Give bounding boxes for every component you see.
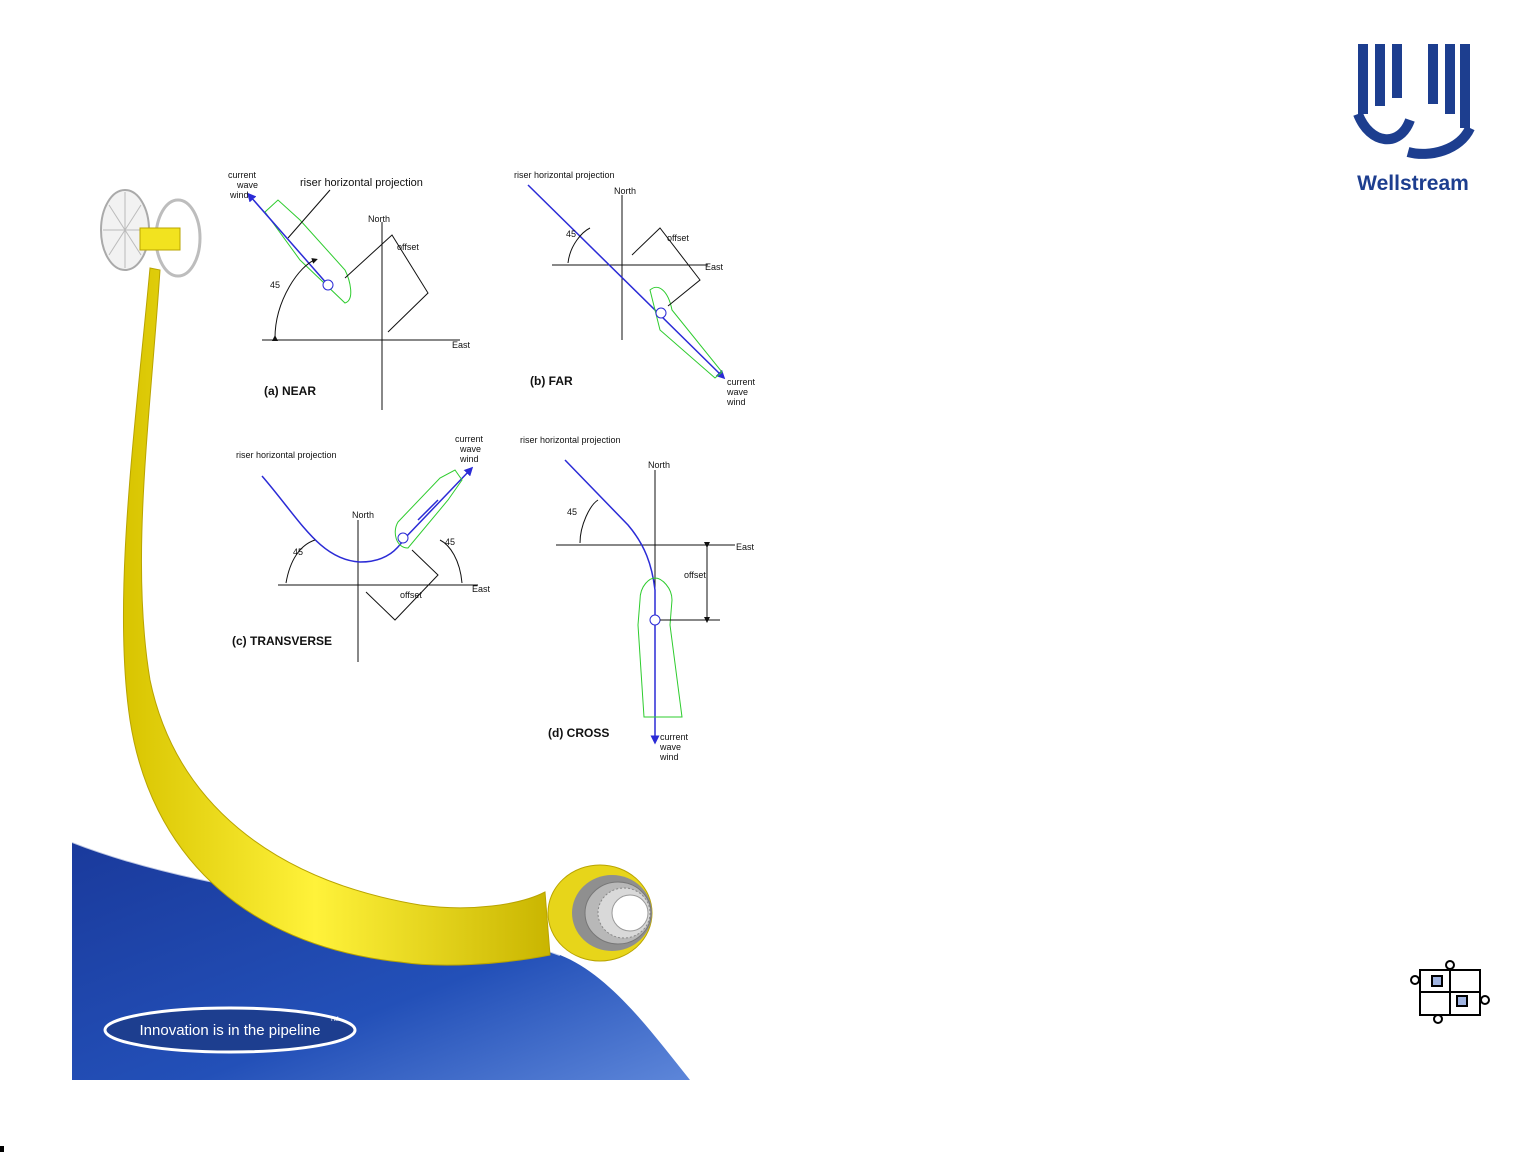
- puzzle-icon: [1410, 960, 1490, 1024]
- reel-icon: [100, 189, 202, 278]
- transverse-angle-left: 45: [293, 547, 303, 557]
- far-angle-label: 45: [566, 229, 576, 239]
- far-caption: (b) FAR: [530, 374, 573, 388]
- far-env-wave: wave: [726, 387, 748, 397]
- diagram-cross: riser horizontal projection North 45 Eas…: [520, 435, 755, 762]
- near-east-label: East: [452, 340, 471, 350]
- cross-projection-label: riser horizontal projection: [520, 435, 621, 445]
- cross-east-label: East: [736, 542, 755, 552]
- near-caption: (a) NEAR: [264, 384, 316, 398]
- transverse-env-wind: wind: [459, 454, 479, 464]
- wellstream-logo-icon: Wellstream: [1353, 44, 1475, 195]
- corner-mark: [0, 1146, 4, 1152]
- brand-name: Wellstream: [1357, 172, 1469, 195]
- slogan-badge: Innovation is in the pipeline TM: [103, 1006, 357, 1054]
- diagram-transverse: riser horizontal projection current wave…: [232, 434, 491, 662]
- transverse-north-label: North: [352, 510, 374, 520]
- near-north-label: North: [368, 214, 390, 224]
- cross-env-wave: wave: [659, 742, 681, 752]
- far-projection-label: riser horizontal projection: [514, 170, 615, 180]
- slogan-text: Innovation is in the pipeline: [140, 1022, 321, 1039]
- flexible-pipe-graphic: [122, 267, 653, 966]
- cross-angle-label: 45: [567, 507, 577, 517]
- near-angle-label: 45: [270, 280, 280, 290]
- far-east-label: East: [705, 262, 724, 272]
- cross-env-current: current: [660, 732, 689, 742]
- transverse-east-label: East: [472, 584, 491, 594]
- cross-offset-label: offset: [684, 570, 706, 580]
- transverse-projection-label: riser horizontal projection: [236, 450, 337, 460]
- transverse-env-wave: wave: [459, 444, 481, 454]
- transverse-offset-label: offset: [400, 590, 422, 600]
- near-projection-label: riser horizontal projection: [300, 177, 423, 189]
- trademark-mark: TM: [330, 1017, 339, 1023]
- far-env-wind: wind: [726, 397, 746, 407]
- cross-caption: (d) CROSS: [548, 726, 609, 740]
- diagram-far: riser horizontal projection North 45 off…: [514, 170, 756, 407]
- cross-env-wind: wind: [659, 752, 679, 762]
- far-env-current: current: [727, 377, 756, 387]
- near-env-current: current: [228, 170, 257, 180]
- far-offset-label: offset: [667, 233, 689, 243]
- near-env-wave: wave: [236, 180, 258, 190]
- transverse-env-current: current: [455, 434, 484, 444]
- transverse-angle-right: 45: [445, 537, 455, 547]
- near-offset-label: offset: [397, 242, 419, 252]
- far-north-label: North: [614, 186, 636, 196]
- cross-north-label: North: [648, 460, 670, 470]
- transverse-caption: (c) TRANSVERSE: [232, 634, 332, 648]
- near-env-wind: wind: [229, 190, 249, 200]
- diagram-near: current wave wind riser horizontal proje…: [228, 170, 471, 410]
